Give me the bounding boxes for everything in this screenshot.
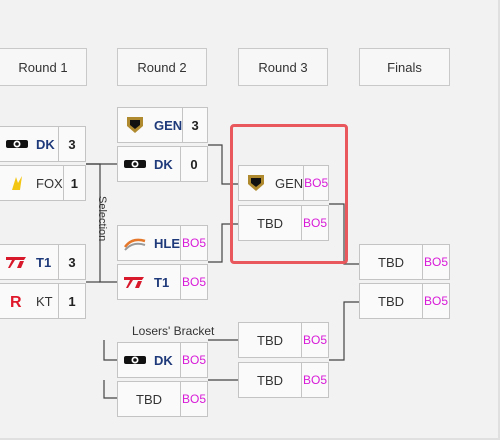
- team-score: BO5: [303, 166, 328, 200]
- team-score: BO5: [180, 265, 207, 299]
- r2-team-hle[interactable]: HLE BO5: [117, 225, 208, 261]
- team-score: 3: [182, 108, 207, 142]
- team-score: 3: [58, 245, 85, 279]
- r3-team-tbd-lower-1[interactable]: TBD BO5: [238, 322, 329, 358]
- team-name: KT: [36, 293, 53, 309]
- gen-logo-icon: [124, 117, 146, 133]
- team-name: TBD: [257, 372, 283, 388]
- team-score: 0: [180, 147, 207, 181]
- selected-match-highlight: [230, 124, 348, 264]
- team-score: BO5: [301, 363, 328, 397]
- team-score: BO5: [301, 206, 328, 240]
- dk-logo-icon: [124, 352, 146, 368]
- selection-label: Selection: [96, 196, 108, 242]
- kt-logo-icon: R: [6, 293, 28, 311]
- t1-logo-icon: [124, 274, 146, 290]
- fox-logo-icon: [6, 175, 28, 191]
- team-name: GEN: [154, 117, 183, 133]
- finals-header[interactable]: Finals: [359, 48, 450, 86]
- round-2-header[interactable]: Round 2: [117, 48, 207, 86]
- team-name: HLE: [154, 235, 180, 251]
- r3-team-tbd-lower-2[interactable]: TBD BO5: [238, 362, 329, 398]
- team-name: TBD: [378, 254, 404, 270]
- r3-team-tbd-top[interactable]: TBD BO5: [238, 205, 329, 241]
- losers-bracket-label: Losers' Bracket: [132, 324, 215, 338]
- r2-team-dk[interactable]: DK 0: [117, 146, 208, 182]
- team-name: TBD: [257, 215, 283, 231]
- losers-team-dk[interactable]: DK BO5: [117, 342, 208, 378]
- r2-team-gen[interactable]: GEN 3: [117, 107, 208, 143]
- team-score: 3: [58, 127, 85, 161]
- gen-logo-icon: [245, 175, 267, 191]
- team-name: DK: [154, 156, 173, 172]
- t1-logo-icon: [6, 254, 28, 270]
- team-name: T1: [154, 274, 170, 290]
- finals-team-tbd-2[interactable]: TBD BO5: [359, 283, 450, 319]
- team-name: GEN: [275, 175, 304, 191]
- team-score: BO5: [180, 382, 207, 416]
- finals-team-tbd-1[interactable]: TBD BO5: [359, 244, 450, 280]
- dk-logo-icon: [6, 136, 28, 152]
- losers-team-tbd[interactable]: TBD BO5: [117, 381, 208, 417]
- r2-team-t1[interactable]: T1 BO5: [117, 264, 208, 300]
- round-1-header[interactable]: Round 1: [0, 48, 87, 86]
- team-name: TBD: [257, 332, 283, 348]
- team-name: DK: [36, 136, 55, 152]
- team-name: TBD: [136, 391, 162, 407]
- team-score: 1: [58, 284, 85, 318]
- round-3-header[interactable]: Round 3: [238, 48, 328, 86]
- team-score: BO5: [301, 323, 328, 357]
- hle-logo-icon: [123, 235, 146, 251]
- team-name: T1: [36, 254, 52, 270]
- svg-text:R: R: [10, 294, 22, 309]
- r1-team-fox[interactable]: FOX 1: [0, 165, 86, 201]
- team-score: BO5: [422, 284, 449, 318]
- team-name: DK: [154, 352, 173, 368]
- team-name: FOX: [36, 175, 63, 191]
- dk-logo-icon: [124, 156, 146, 172]
- team-score: BO5: [422, 245, 449, 279]
- team-score: BO5: [180, 343, 207, 377]
- r3-team-gen[interactable]: GEN BO5: [238, 165, 329, 201]
- team-name: TBD: [378, 293, 404, 309]
- r1-team-t1[interactable]: T1 3: [0, 244, 86, 280]
- team-score: BO5: [180, 226, 207, 260]
- r1-team-dk[interactable]: DK 3: [0, 126, 86, 162]
- r1-team-kt[interactable]: R KT 1: [0, 283, 86, 319]
- team-score: 1: [62, 166, 85, 200]
